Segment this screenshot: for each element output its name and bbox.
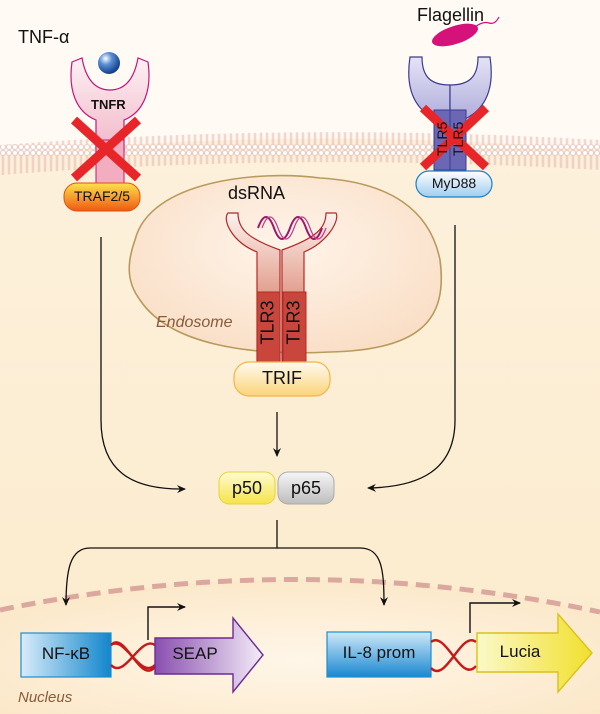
flagellin-ligand xyxy=(432,16,500,47)
arrow-nfkb-to-seap xyxy=(62,520,278,606)
il8-promoter-box xyxy=(326,631,432,678)
p50-subunit xyxy=(218,471,276,505)
nfkb-promoter-label: NF-κB xyxy=(41,644,91,663)
traf-adaptor xyxy=(63,182,141,212)
tlr5-left-label: TLR5 xyxy=(434,121,450,156)
dsrna-label: dsRNA xyxy=(228,183,286,203)
tlr5-right-label: TLR5 xyxy=(450,121,466,156)
lucia-label: Lucia xyxy=(499,642,541,661)
tnfr-inhibition-x-icon xyxy=(70,116,142,182)
traf-label: TRAF2/5 xyxy=(73,188,130,204)
seap-label: SEAP xyxy=(172,644,218,663)
arrow-nfkb-to-lucia xyxy=(277,547,388,606)
tnfr-label: TNFR xyxy=(91,97,126,112)
transcription-start-right-icon xyxy=(469,599,521,633)
tnf-alpha-label: TNF-α xyxy=(18,27,70,47)
dsrna-ligand xyxy=(257,216,327,240)
tlr5-inhibition-x-icon xyxy=(419,104,490,171)
trif-adaptor xyxy=(233,361,331,397)
arrow-traf-to-nfkb xyxy=(100,237,186,494)
nucleus xyxy=(0,579,600,714)
il8-promoter-label: IL-8 prom xyxy=(342,643,416,662)
seap-gene-arrow xyxy=(154,616,264,694)
transcription-start-left-icon xyxy=(147,603,186,640)
nucleus-label: Nucleus xyxy=(18,689,73,706)
endosome-label: Endosome xyxy=(156,314,233,331)
dna-strand-right xyxy=(430,639,477,673)
lucia-gene-arrow xyxy=(476,612,593,694)
myd88-adaptor xyxy=(415,170,493,198)
tlr3-left-label: TLR3 xyxy=(257,300,278,345)
p65-subunit xyxy=(277,471,335,505)
p50-label: p50 xyxy=(231,478,263,498)
arrow-myd88-to-nfkb xyxy=(367,225,456,492)
trif-label: TRIF xyxy=(262,368,302,388)
tlr3-right-label: TLR3 xyxy=(283,300,304,345)
myd88-label: MyD88 xyxy=(431,175,477,191)
p65-label: p65 xyxy=(290,478,322,498)
nfkb-promoter-box xyxy=(20,632,112,678)
nuclear-envelope xyxy=(0,577,600,615)
tnf-alpha-ligand xyxy=(98,52,120,74)
tlr3-receptor xyxy=(225,212,338,373)
flagellin-label: Flagellin xyxy=(417,5,485,25)
